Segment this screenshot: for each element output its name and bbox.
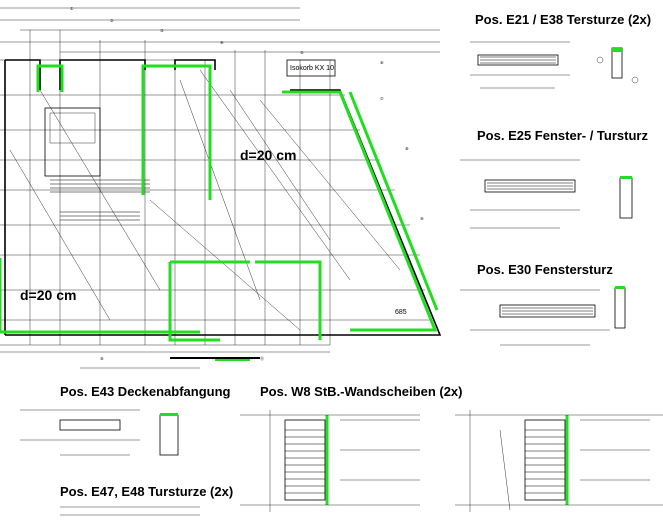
detail-e21-e38: Pos. E21 / E38 Tersturze (2x) (470, 12, 651, 89)
section-title: Pos. E47, E48 Tursturze (2x) (60, 484, 233, 499)
slab-thickness-label: d=20 cm (240, 147, 296, 163)
svg-text:⑨: ⑨ (420, 216, 424, 221)
section-title: Pos. E30 Fenstersturz (477, 262, 613, 277)
detail-w8: Pos. W8 StB.-Wandscheiben (2x) (240, 384, 663, 512)
section-title: Pos. W8 StB.-Wandscheiben (2x) (260, 384, 463, 399)
svg-text:②: ② (110, 18, 114, 23)
svg-text:⑤: ⑤ (300, 50, 304, 55)
section-title: Pos. E21 / E38 Tersturze (2x) (475, 12, 651, 27)
detail-e43: Pos. E43 Deckenabfangung (20, 384, 231, 456)
svg-text:④: ④ (220, 40, 224, 45)
floor-plan: Isokorb KX 10 d=20 cm d=20 cm 685 ① ② ③ ④ ⑤… (0, 6, 442, 369)
slab-thickness-label: d=20 cm (20, 287, 76, 303)
svg-text:⑧: ⑧ (405, 146, 409, 151)
svg-text:③: ③ (160, 28, 164, 33)
svg-text:①: ① (70, 6, 74, 11)
detail-e25: Pos. E25 Fenster- / Tursturz (460, 128, 648, 229)
detail-e47-e48: Pos. E47, E48 Tursturze (2x) (60, 484, 233, 516)
svg-text:⑩: ⑩ (100, 356, 104, 361)
svg-text:⑥: ⑥ (380, 60, 384, 65)
svg-text:⑪: ⑪ (260, 355, 264, 361)
isokorb-label: Isokorb KX 10 (290, 65, 334, 72)
svg-text:⑦: ⑦ (380, 96, 384, 101)
detail-e30: Pos. E30 Fenstersturz (460, 262, 626, 346)
section-title: Pos. E25 Fenster- / Tursturz (477, 128, 648, 143)
corner-angle-value: 685 (395, 309, 407, 316)
section-title: Pos. E43 Deckenabfangung (60, 384, 231, 399)
